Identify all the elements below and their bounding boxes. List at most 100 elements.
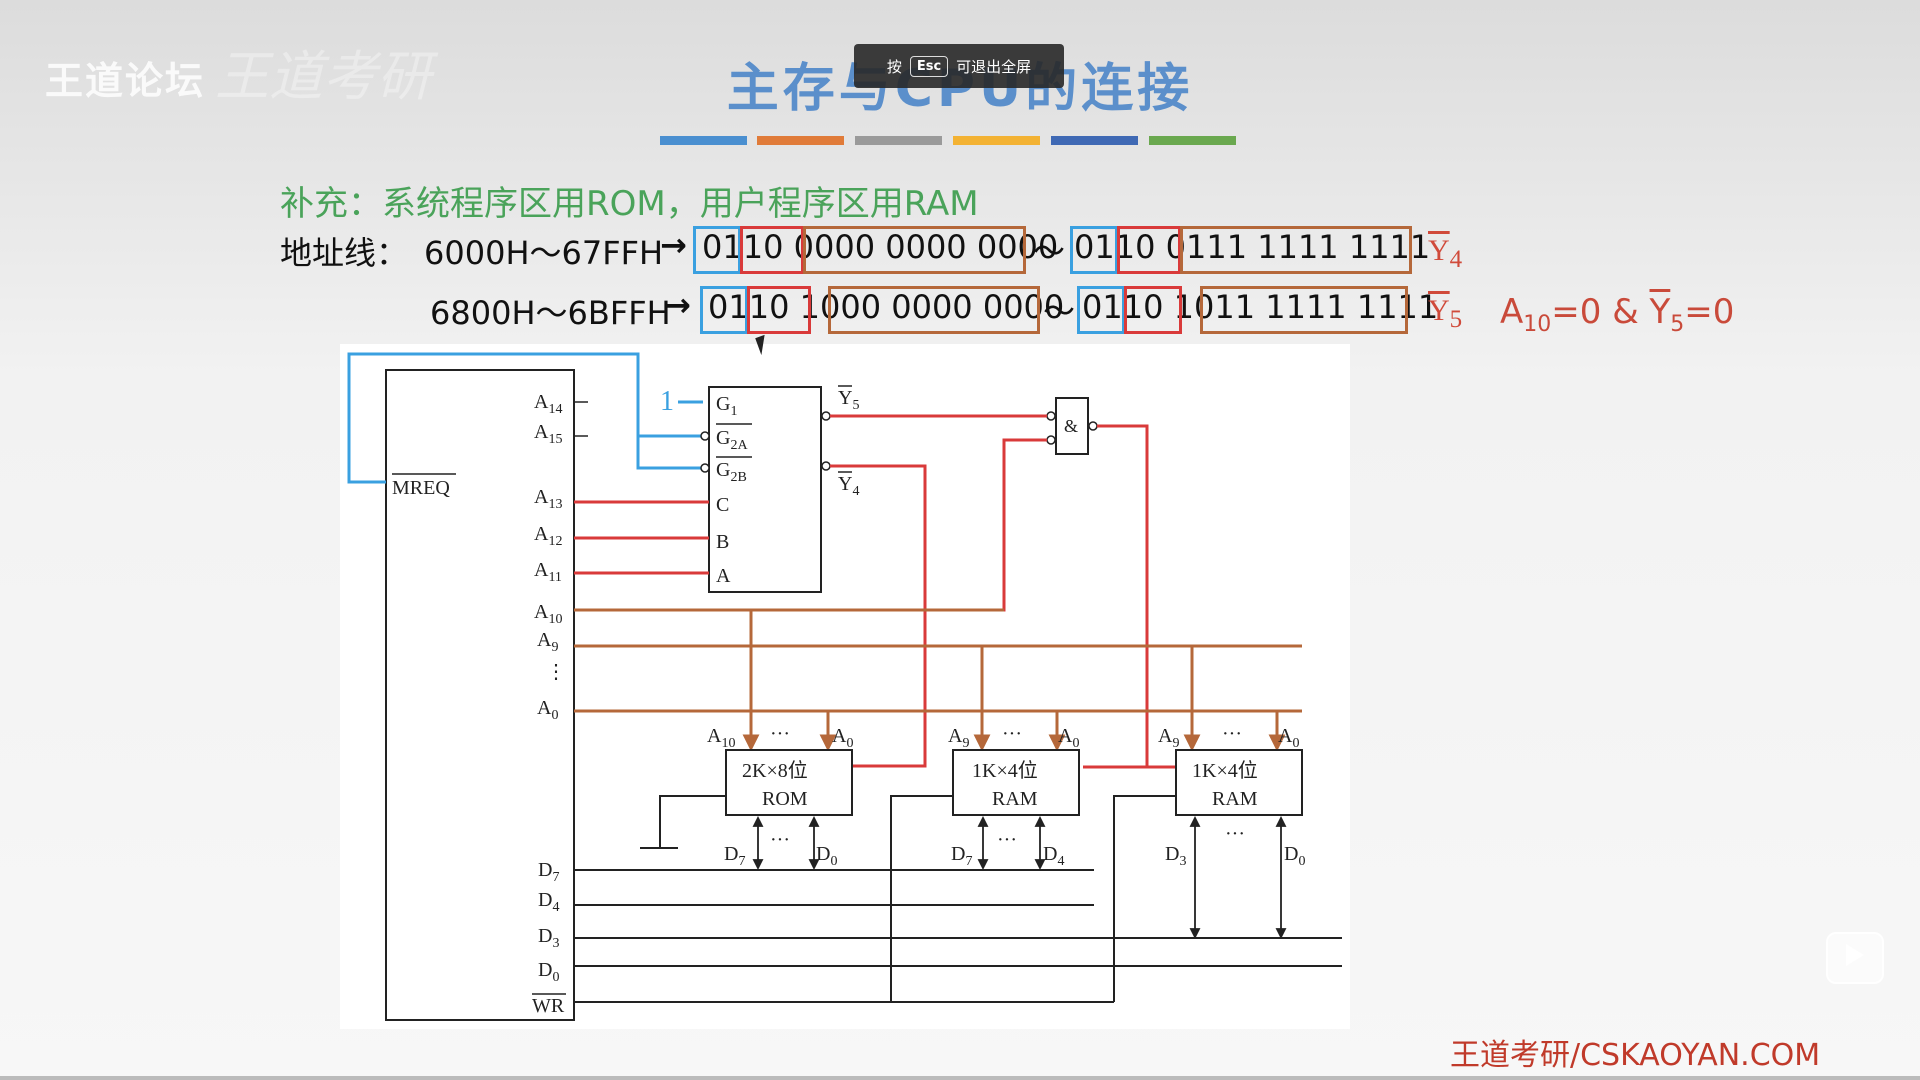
fullscreen-exit-toast: 按 Esc 可退出全屏	[854, 44, 1064, 88]
decoder-out-y5: Y5	[838, 387, 859, 413]
row2-range: 6800H～6BFFH	[430, 294, 671, 332]
watermark-brand: 王道论坛	[45, 59, 206, 103]
row1-start-bits: 0110 0000 0000 0000	[702, 228, 1059, 266]
wire-and-out	[1097, 424, 1176, 769]
chip-rom-addr-hi: A10	[707, 725, 735, 751]
decoder-in-g2b: G2B	[716, 459, 747, 485]
pin-d0: D0	[538, 959, 559, 985]
row2-tilde: ～	[1043, 292, 1076, 330]
row2-end-box-blue	[1077, 286, 1125, 334]
decoder-out-y4: Y4	[838, 473, 859, 499]
row2-arrow: →	[664, 286, 691, 324]
pin-wr: WR	[532, 995, 565, 1017]
row2-start-box-red	[747, 286, 811, 334]
pin-mreq: MREQ	[392, 477, 450, 499]
pin-a11: A11	[534, 559, 562, 585]
row1-start-box-red	[740, 226, 804, 274]
row2-start-box-brown	[828, 286, 1040, 334]
chip-ram2-dots: ···	[1222, 723, 1242, 745]
row1-y-label: Y4	[1428, 234, 1463, 273]
row2-start-box-blue	[700, 286, 748, 334]
chip-ram1-line1: 1K×4位	[972, 759, 1038, 782]
decoder-in-g2a: G2A	[716, 427, 748, 453]
bottom-progress-track	[0, 1076, 1920, 1080]
chip-ram1-data-dots: ···	[997, 829, 1017, 851]
pin-a13: A13	[534, 486, 562, 512]
decoder-block	[708, 386, 822, 593]
row1-arrow: →	[660, 226, 687, 264]
wire-a10-gate	[574, 438, 1047, 612]
and-gate-symbol: &	[1064, 416, 1078, 436]
circuit-svg: 1 A14 A15 MREQ A13 A12 A11 A10 A9 ⋮ A0 D…	[347, 352, 1342, 1021]
row1-end-bits: 0110 0111 1111 1111	[1074, 228, 1431, 266]
title-stripe-darkblue	[1051, 136, 1138, 145]
row1-end-box-brown	[1180, 226, 1412, 274]
row1-end-box-blue	[1070, 226, 1118, 274]
chip-rom-data-lo: D0	[816, 843, 837, 869]
chip-ram2-addr-hi: A9	[1158, 725, 1179, 751]
pin-d7: D7	[538, 859, 559, 885]
chip-rom-dots: ···	[770, 723, 790, 745]
title-stripe-blue	[660, 136, 747, 145]
row1-start-box-brown	[803, 226, 1026, 274]
chip-ram1-line2: RAM	[992, 788, 1038, 810]
watermark-logo: 王道考研	[215, 45, 431, 108]
chip-ram1	[952, 749, 1080, 816]
pin-a14: A14	[534, 391, 562, 417]
pin-a15: A15	[534, 421, 562, 447]
pin-a12: A12	[534, 523, 562, 549]
chip-ram2	[1175, 749, 1303, 816]
chip-ram2-line2: RAM	[1212, 788, 1258, 810]
chip-ram1-data-hi: D7	[951, 843, 972, 869]
toast-post: 可退出全屏	[956, 57, 1032, 76]
pin-a10: A10	[534, 601, 562, 627]
play-icon[interactable]	[1846, 944, 1864, 966]
chip-ram2-data-lo: D0	[1284, 843, 1305, 869]
chip-ram1-dots: ···	[1002, 723, 1022, 745]
row2-y-label: Y5	[1428, 294, 1463, 333]
decoder-in-b: B	[716, 531, 729, 553]
pin-d4: D4	[538, 889, 559, 915]
row1-start-box-blue	[693, 226, 741, 274]
footer-brand: 王道考研/CSKAOYAN.COM	[1450, 1038, 1821, 1073]
pin-a9: A9	[537, 629, 558, 655]
title-stripe-orange	[757, 136, 844, 145]
chip-rom-data-dots: ···	[770, 829, 790, 851]
title-stripe-yellow	[953, 136, 1040, 145]
pin-a0: A0	[537, 697, 558, 723]
decoder-in-a: A	[716, 565, 731, 587]
chip-ram2-data-hi: D3	[1165, 843, 1186, 869]
chip-rom	[725, 749, 853, 816]
row1-tilde: ～	[1033, 232, 1066, 270]
toast-pre: 按	[886, 57, 902, 76]
cpu-block	[385, 369, 575, 1021]
and-gate	[1055, 397, 1089, 455]
row2-end-box-brown	[1200, 286, 1408, 334]
chip-ram1-data-lo: D4	[1043, 843, 1064, 869]
chip-rom-addr-lo: A0	[832, 725, 853, 751]
row2-end-bits: 0110 1011 1111 1111	[1082, 288, 1439, 326]
row1-end-box-red	[1117, 226, 1181, 274]
pin-d3: D3	[538, 925, 559, 951]
chip-ram2-line1: 1K×4位	[1192, 759, 1258, 782]
decoder-in-g1: G1	[716, 393, 737, 419]
wire-y4	[830, 464, 927, 768]
esc-key[interactable]: Esc	[909, 55, 949, 77]
chip-rom-line2: ROM	[762, 788, 808, 810]
g1-value: 1	[660, 386, 674, 417]
row2-end-box-red	[1124, 286, 1182, 334]
pin-dots: ⋮	[546, 661, 566, 683]
chip-ram2-addr-lo: A0	[1278, 725, 1299, 751]
supplement-note: 补充：系统程序区用ROM，用户程序区用RAM	[280, 184, 979, 224]
row1-range: 6000H～67FFH	[424, 234, 664, 272]
circuit-diagram: 1 A14 A15 MREQ A13 A12 A11 A10 A9 ⋮ A0 D…	[340, 344, 1350, 1029]
chip-rom-line1: 2K×8位	[742, 759, 808, 782]
select-condition: A10=0 & Y5=0	[1500, 292, 1735, 337]
mreq-wire	[347, 352, 703, 484]
decoder-in-c: C	[716, 494, 729, 516]
address-label: 地址线：	[280, 234, 409, 272]
chip-ram1-addr-hi: A9	[948, 725, 969, 751]
chip-ram2-data-dots: ···	[1225, 823, 1245, 845]
chip-ram1-addr-lo: A0	[1058, 725, 1079, 751]
title-stripe-green	[1149, 136, 1236, 145]
